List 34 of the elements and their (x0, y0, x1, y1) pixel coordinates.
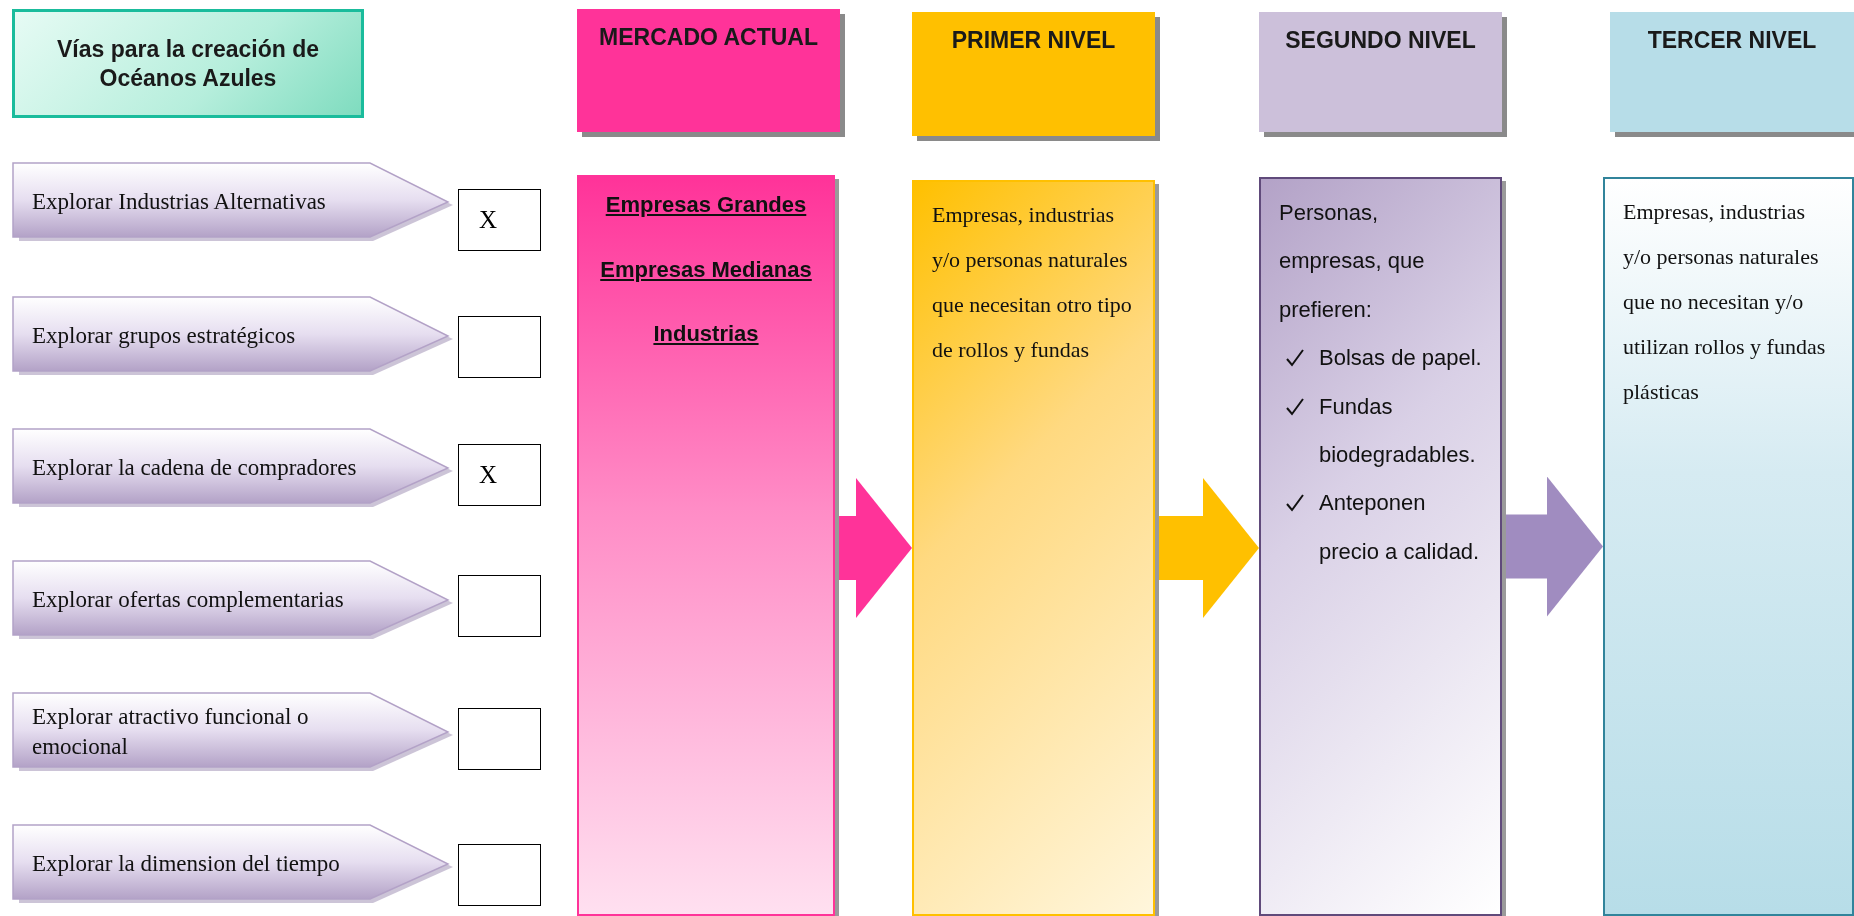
header-label: SEGUNDO NIVEL (1285, 26, 1476, 55)
column-text: Empresas, industrias y/o personas naturales que no necesitan y/o utilizan rollos y fundas plásticas (1623, 198, 1827, 407)
header-label: PRIMER NIVEL (951, 26, 1116, 55)
column-panel (1603, 177, 1854, 916)
column-text: Personas, empresas, que prefieren: (1279, 199, 1426, 324)
checkbox (458, 575, 541, 637)
pentagon-label-box (12, 296, 452, 376)
header-label: TERCER NIVEL (1647, 26, 1817, 55)
pentagon-label: Explorar grupos estratégicos (32, 322, 296, 351)
column-text: Empresas Medianas (600, 255, 812, 284)
column-text: Empresas Grandes (605, 191, 807, 219)
list-item: Bolsas de papel. (1319, 344, 1482, 373)
column-text: Empresas, industrias y/o personas naturales que necesitan otro tipo de rollos y fundas (932, 201, 1133, 365)
pentagon-label-box (12, 560, 452, 640)
checkbox: X (458, 444, 541, 506)
pentagon-label: Explorar atractivo funcional o emocional (32, 703, 310, 761)
column-text: Industrias (653, 320, 759, 349)
pentagon-label: Explorar ofertas complementarias (32, 586, 344, 615)
checkbox: X (458, 189, 541, 251)
header-label: MERCADO ACTUAL (599, 23, 818, 52)
title-box (12, 9, 364, 118)
list-item: Anteponen precio a calidad. (1319, 489, 1481, 566)
pentagon-label: Explorar la dimension del tiempo (32, 850, 340, 879)
pentagon-label-box (12, 824, 452, 904)
list-item: Fundas biodegradables. (1319, 392, 1477, 469)
title-text: Vías para la creación de Océanos Azules (55, 34, 321, 93)
pentagon-label: Explorar la cadena de compradores (32, 454, 357, 483)
checkbox (458, 316, 541, 378)
pentagon-label-box (12, 162, 452, 242)
pentagon-label: Explorar Industrias Alternativas (32, 188, 326, 217)
pentagon-label-box (12, 428, 452, 508)
checkbox (458, 844, 541, 906)
pentagon-label-box (12, 692, 452, 772)
checkbox (458, 708, 541, 770)
